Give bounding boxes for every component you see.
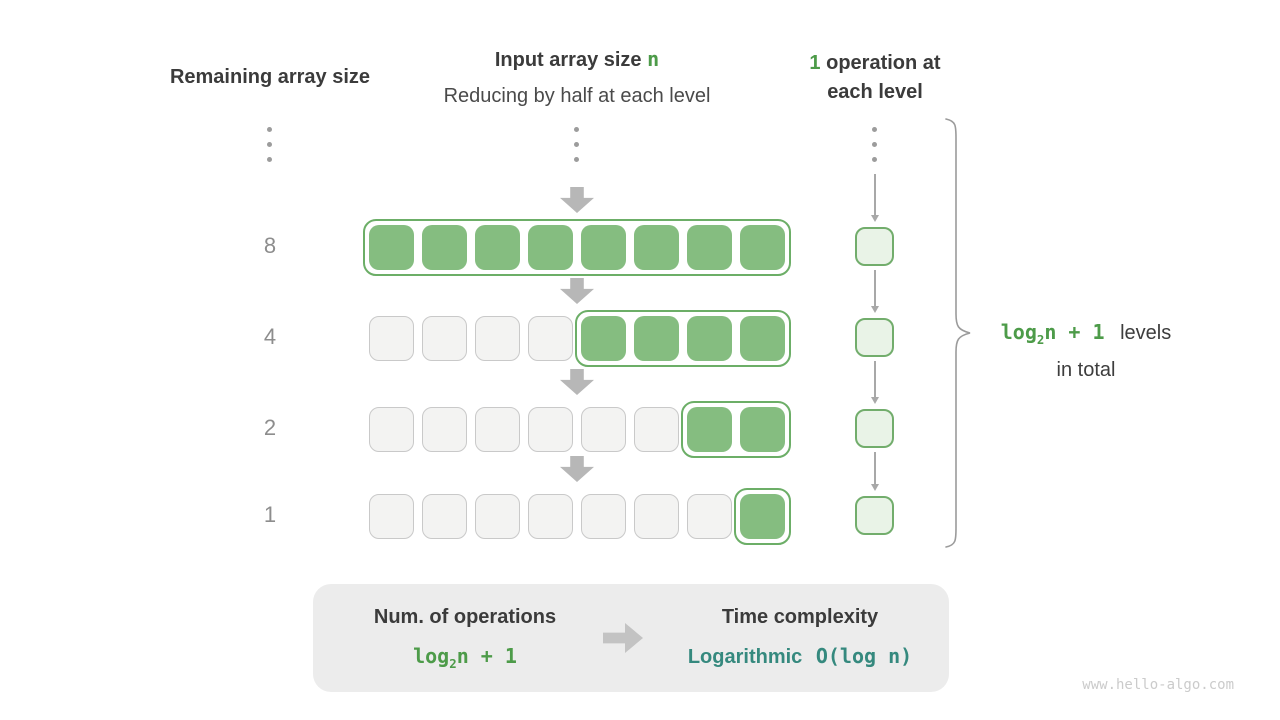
remaining-size-value: 4 <box>263 324 277 349</box>
array-row <box>363 218 791 276</box>
ellipsis-dots-middle <box>574 127 579 162</box>
complexity-word: Logarithmic <box>687 646 803 668</box>
dot <box>267 127 272 132</box>
header-ops-line2: each level <box>827 81 923 103</box>
big-o-notation: O(log n) <box>815 644 913 668</box>
array-cell-active <box>687 224 732 270</box>
header-input-array-size: Input array size n <box>427 45 727 75</box>
array-cell-inactive <box>422 493 467 539</box>
connector-arrow-icon <box>871 270 878 313</box>
array-cell-inactive <box>369 315 414 361</box>
array-cell-active <box>687 315 732 361</box>
array-cell-active <box>740 224 785 270</box>
header-remaining-array-size: Remaining array size <box>169 66 371 88</box>
array-cell-inactive <box>528 315 573 361</box>
remaining-size-value: 1 <box>263 502 277 527</box>
array-cell-active <box>634 224 679 270</box>
connector-arrow-icon <box>871 361 878 404</box>
array-cell-inactive <box>687 493 732 539</box>
dot <box>872 157 877 162</box>
ellipsis-dots-left <box>267 127 272 162</box>
down-arrow-icon <box>560 278 594 304</box>
array-cell-active <box>581 315 626 361</box>
operation-box <box>855 409 894 448</box>
levels-total-label: log2n + 1 levels in total <box>980 317 1192 385</box>
dot <box>574 142 579 147</box>
array-row <box>369 400 791 458</box>
remaining-size-value: 2 <box>263 415 277 440</box>
active-subarray-outline <box>575 309 791 367</box>
array-cell-active <box>740 406 785 452</box>
array-row <box>369 309 791 367</box>
array-cell-inactive <box>528 406 573 452</box>
header-ops-rest: operation at <box>820 52 941 74</box>
levels-formula: log2n + 1 <box>1000 320 1105 347</box>
summary-box: Num. of operations log2n + 1 Time comple… <box>313 584 949 692</box>
header-one-operation: 1 operation at each level <box>765 49 985 107</box>
dot <box>872 127 877 132</box>
array-cell-inactive <box>528 493 573 539</box>
dot <box>574 127 579 132</box>
array-cell-active <box>740 493 785 539</box>
array-cell-inactive <box>475 315 520 361</box>
ellipsis-dots-right <box>872 127 877 162</box>
summary-left-formula: log2n + 1 <box>413 644 517 671</box>
array-cell-inactive <box>581 493 626 539</box>
remaining-size-value: 8 <box>263 233 277 258</box>
array-cell-inactive <box>369 493 414 539</box>
active-subarray-outline <box>734 487 791 545</box>
active-subarray-outline <box>681 400 791 458</box>
array-cell-active <box>740 315 785 361</box>
active-subarray-outline <box>363 218 791 276</box>
header-input-n: n <box>647 47 660 71</box>
array-cell-active <box>475 224 520 270</box>
in-total-word: in total <box>1056 359 1116 381</box>
brace <box>945 118 971 548</box>
dot <box>872 142 877 147</box>
header-input-subtitle: Reducing by half at each level <box>443 85 711 107</box>
connector-arrow-icon <box>871 452 878 491</box>
array-cell-active <box>634 315 679 361</box>
down-arrow-icon <box>560 187 594 213</box>
array-cell-active <box>687 406 732 452</box>
array-cell-inactive <box>634 406 679 452</box>
array-cell-inactive <box>475 493 520 539</box>
watermark: www.hello-algo.com <box>1082 677 1234 693</box>
array-cell-active <box>369 224 414 270</box>
array-cell-inactive <box>581 406 626 452</box>
down-arrow-icon <box>560 456 594 482</box>
operation-box <box>855 227 894 266</box>
array-cell-inactive <box>634 493 679 539</box>
levels-word: levels <box>1120 322 1172 344</box>
connector-arrow-icon <box>871 174 878 222</box>
header-input-prefix: Input array size <box>494 49 648 71</box>
array-cell-inactive <box>422 406 467 452</box>
down-arrow-icon <box>560 369 594 395</box>
array-cell-inactive <box>369 406 414 452</box>
summary-right-complexity: Logarithmic O(log n) <box>660 644 940 669</box>
array-cell-active <box>581 224 626 270</box>
array-cell-active <box>422 224 467 270</box>
summary-right-title: Time complexity <box>721 606 879 628</box>
array-cell-inactive <box>475 406 520 452</box>
right-arrow-icon <box>603 623 643 653</box>
operation-box <box>855 318 894 357</box>
dot <box>574 157 579 162</box>
dot <box>267 142 272 147</box>
summary-left-title: Num. of operations <box>373 606 557 628</box>
array-row <box>369 487 791 545</box>
dot <box>267 157 272 162</box>
operation-box <box>855 496 894 535</box>
header-ops-one: 1 <box>809 52 821 74</box>
array-cell-inactive <box>422 315 467 361</box>
array-cell-active <box>528 224 573 270</box>
